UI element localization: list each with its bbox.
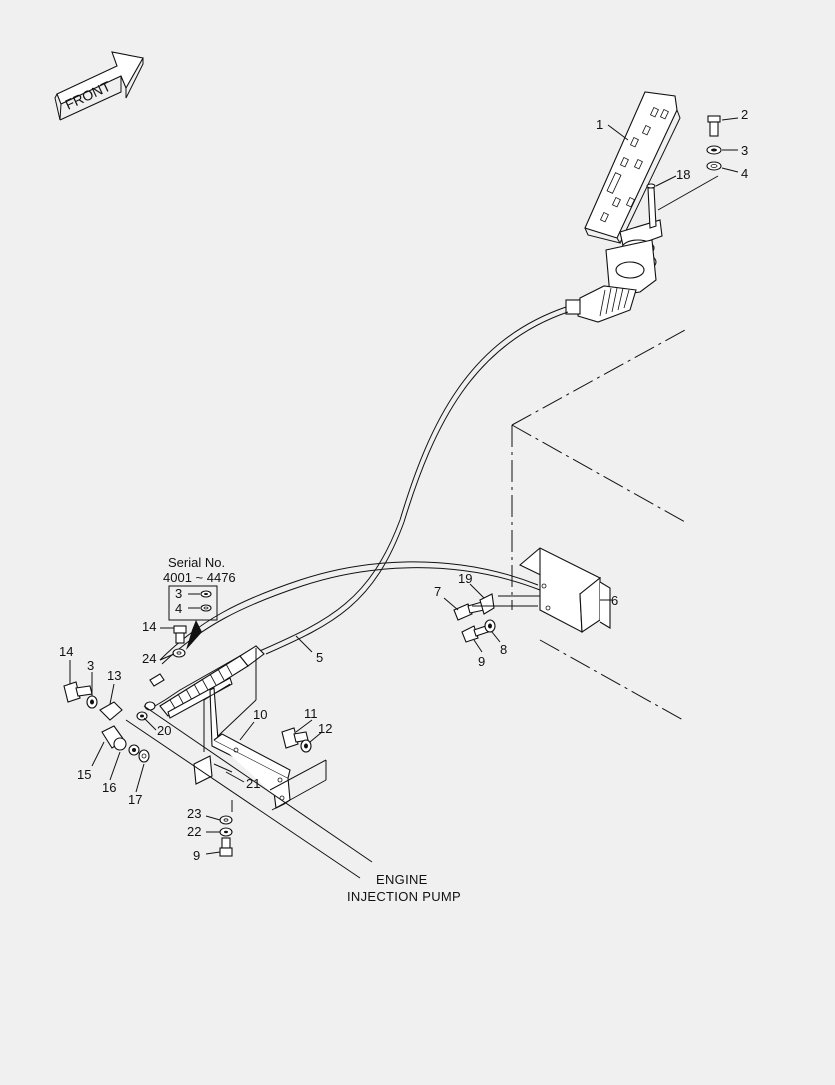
callout-13: 13 <box>107 668 121 683</box>
callout-3-box: 3 <box>175 586 182 601</box>
callout-22: 22 <box>187 824 201 839</box>
callout-21: 21 <box>246 776 260 791</box>
callout-6: 6 <box>611 593 618 608</box>
callout-15: 15 <box>77 767 91 782</box>
leader-lines <box>69 117 739 879</box>
front-arrow: FRONT <box>54 51 144 121</box>
caption-line-1: ENGINE <box>376 872 428 887</box>
serial-range: 4001 ~ 4476 <box>163 570 236 585</box>
serial-title: Serial No. <box>168 555 225 570</box>
cable-bracket <box>167 677 291 809</box>
engine-caption: ENGINE INJECTION PUMP <box>347 872 461 904</box>
callout-19: 19 <box>458 571 472 586</box>
callout-16: 16 <box>102 780 116 795</box>
serial-number-box <box>168 585 218 650</box>
bolt-14-upper <box>172 625 187 658</box>
accelerator-pedal <box>565 91 681 323</box>
callout-24: 24 <box>142 651 156 666</box>
callout-4-top: 4 <box>741 166 748 181</box>
callout-labels: 1 2 3 4 18 6 7 19 9 8 5 Serial No. 4001 … <box>59 107 748 863</box>
callout-14-upper: 14 <box>142 619 156 634</box>
callout-3-lower: 3 <box>87 658 94 673</box>
machine-body-outline <box>511 329 686 721</box>
callout-18: 18 <box>676 167 690 182</box>
callout-3-top: 3 <box>741 143 748 158</box>
callout-14-lower: 14 <box>59 644 73 659</box>
bracket-lower-hardware <box>219 815 233 857</box>
callout-12: 12 <box>318 721 332 736</box>
callout-17: 17 <box>128 792 142 807</box>
caption-line-2: INJECTION PUMP <box>347 889 461 904</box>
callout-8: 8 <box>500 642 507 657</box>
cable-adjuster <box>144 645 265 717</box>
callout-9-lower: 9 <box>193 848 200 863</box>
stop-solenoid <box>519 547 611 633</box>
stop-cable <box>159 561 541 665</box>
callout-7: 7 <box>434 584 441 599</box>
callout-10: 10 <box>253 707 267 722</box>
callout-2: 2 <box>741 107 748 122</box>
bolt-washer-group-top <box>706 115 722 171</box>
callout-1: 1 <box>596 117 603 132</box>
linkage-hardware <box>63 673 165 763</box>
callout-4-box: 4 <box>175 601 182 616</box>
callout-11: 11 <box>304 706 318 721</box>
solenoid-hardware <box>453 593 496 643</box>
callout-5: 5 <box>316 650 323 665</box>
callout-23: 23 <box>187 806 201 821</box>
callout-20: 20 <box>157 723 171 738</box>
callout-9-right: 9 <box>478 654 485 669</box>
bracket-bolts <box>281 727 312 753</box>
